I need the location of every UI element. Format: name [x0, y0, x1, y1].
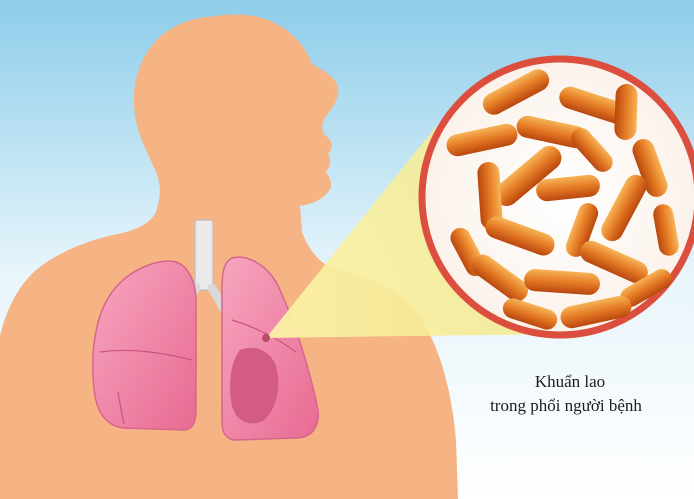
bacterium-rod [614, 84, 638, 141]
caption: Khuẩn lao trong phổi người bệnh [440, 370, 692, 418]
caption-line-1: Khuẩn lao [440, 370, 692, 394]
trachea [195, 220, 213, 290]
infection-spot [262, 334, 270, 342]
caption-line-2: trong phổi người bệnh [440, 394, 692, 418]
